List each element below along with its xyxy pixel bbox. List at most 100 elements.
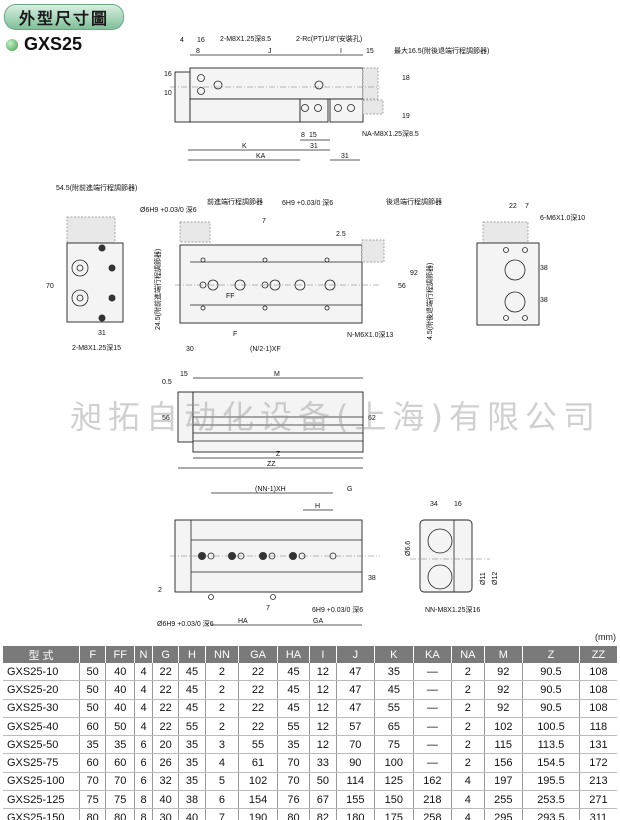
dim-label: I bbox=[340, 48, 342, 55]
value-cell: 90 bbox=[336, 753, 376, 773]
value-cell: 155 bbox=[336, 790, 376, 810]
dim-label: 18 bbox=[402, 75, 410, 82]
value-cell: 67 bbox=[309, 790, 337, 810]
dim-label: F bbox=[233, 331, 237, 338]
callout-label: 後退端行程調節器 bbox=[386, 197, 442, 206]
value-cell: 90.5 bbox=[522, 680, 580, 700]
dim-label: Ø11 bbox=[480, 572, 487, 585]
value-cell: 22 bbox=[152, 680, 180, 700]
value-cell: — bbox=[413, 717, 453, 737]
value-cell: 2 bbox=[451, 699, 485, 718]
value-cell: 45 bbox=[374, 680, 414, 700]
value-cell: 213 bbox=[579, 772, 617, 792]
dim-label: G bbox=[347, 486, 352, 493]
value-cell: 40 bbox=[105, 680, 136, 700]
dim-label: (NN-1)XH bbox=[255, 486, 286, 493]
dim-label: (N/2-1)XF bbox=[250, 346, 281, 353]
value-cell: 12 bbox=[309, 735, 337, 755]
value-cell: 5 bbox=[205, 772, 240, 792]
technical-drawings: 4 16 8 2-M8X1.25深8.5 2-Rc(PT)1/8"(安裝孔) J… bbox=[46, 34, 585, 628]
value-cell: 2 bbox=[451, 663, 485, 682]
value-cell: 60 bbox=[79, 717, 107, 737]
value-cell: 311 bbox=[579, 808, 617, 820]
callout-label: 前進端行程調節器 bbox=[207, 197, 263, 206]
value-cell: 92 bbox=[484, 699, 524, 718]
model-cell: GXS25-125 bbox=[3, 790, 80, 810]
model-cell: GXS25-50 bbox=[3, 735, 80, 755]
value-cell: 80 bbox=[105, 808, 136, 820]
value-cell: 70 bbox=[277, 753, 311, 773]
value-cell: 8 bbox=[134, 808, 153, 820]
dim-label: K bbox=[242, 143, 247, 150]
dim-label: 15 bbox=[366, 48, 374, 55]
value-cell: 125 bbox=[374, 772, 414, 792]
value-cell: 102 bbox=[238, 772, 278, 792]
value-cell: 2 bbox=[205, 663, 240, 682]
value-cell: 4 bbox=[451, 790, 485, 810]
value-cell: 35 bbox=[105, 735, 136, 755]
value-cell: 118 bbox=[579, 717, 617, 737]
dim-label: 7 bbox=[266, 605, 270, 612]
value-cell: 115 bbox=[484, 735, 524, 755]
dim-label: HA bbox=[238, 618, 248, 625]
bullet-icon bbox=[6, 38, 18, 51]
value-cell: 156 bbox=[484, 753, 524, 773]
value-cell: 60 bbox=[79, 753, 107, 773]
callout-label: 6H9 +0.03/0 深6 bbox=[282, 198, 333, 207]
value-cell: 6 bbox=[134, 753, 153, 773]
right-end-view: 22 7 6-M6X1.0深10 38 38 bbox=[476, 203, 585, 326]
model-cell: GXS25-150 bbox=[3, 808, 80, 820]
value-cell: 197 bbox=[484, 772, 524, 792]
value-cell: 35 bbox=[178, 735, 206, 755]
value-cell: — bbox=[413, 699, 453, 718]
value-cell: 70 bbox=[79, 772, 107, 792]
value-cell: 2 bbox=[451, 680, 485, 700]
value-cell: 12 bbox=[309, 717, 337, 737]
value-cell: 75 bbox=[105, 790, 136, 810]
value-cell: 26 bbox=[152, 753, 180, 773]
dim-label: 8 bbox=[196, 48, 200, 55]
value-cell: — bbox=[413, 735, 453, 755]
dim-label: 2 bbox=[158, 587, 162, 594]
value-cell: 90.5 bbox=[522, 699, 580, 718]
value-cell: 150 bbox=[374, 790, 414, 810]
value-cell: — bbox=[413, 663, 453, 682]
value-cell: 75 bbox=[374, 735, 414, 755]
value-cell: 45 bbox=[277, 680, 311, 700]
model-cell: GXS25-75 bbox=[3, 753, 80, 773]
value-cell: 2 bbox=[205, 717, 240, 737]
column-header: 型 式 bbox=[3, 646, 80, 663]
unit-label: (mm) bbox=[595, 632, 616, 642]
value-cell: 6 bbox=[205, 790, 240, 810]
value-cell: 35 bbox=[79, 735, 107, 755]
column-header: GA bbox=[238, 646, 278, 663]
callout-label: 4.5(附後退端行程調節器) bbox=[425, 263, 434, 340]
value-cell: 80 bbox=[79, 808, 107, 820]
value-cell: 50 bbox=[79, 699, 107, 718]
value-cell: 32 bbox=[152, 772, 180, 792]
model-cell: GXS25-20 bbox=[3, 680, 80, 700]
dim-label: 2.5 bbox=[336, 231, 346, 238]
value-cell: 4 bbox=[451, 772, 485, 792]
value-cell: 113.5 bbox=[522, 735, 580, 755]
value-cell: 108 bbox=[579, 699, 617, 718]
value-cell: 7 bbox=[205, 808, 240, 820]
value-cell: 33 bbox=[309, 753, 337, 773]
value-cell: 55 bbox=[178, 717, 206, 737]
dim-label: 34 bbox=[430, 501, 438, 508]
column-header: ZZ bbox=[579, 646, 617, 663]
value-cell: 80 bbox=[277, 808, 311, 820]
value-cell: 108 bbox=[579, 663, 617, 682]
column-header: K bbox=[374, 646, 414, 663]
dim-label: 38 bbox=[368, 575, 376, 582]
value-cell: 57 bbox=[336, 717, 376, 737]
value-cell: 40 bbox=[178, 808, 206, 820]
